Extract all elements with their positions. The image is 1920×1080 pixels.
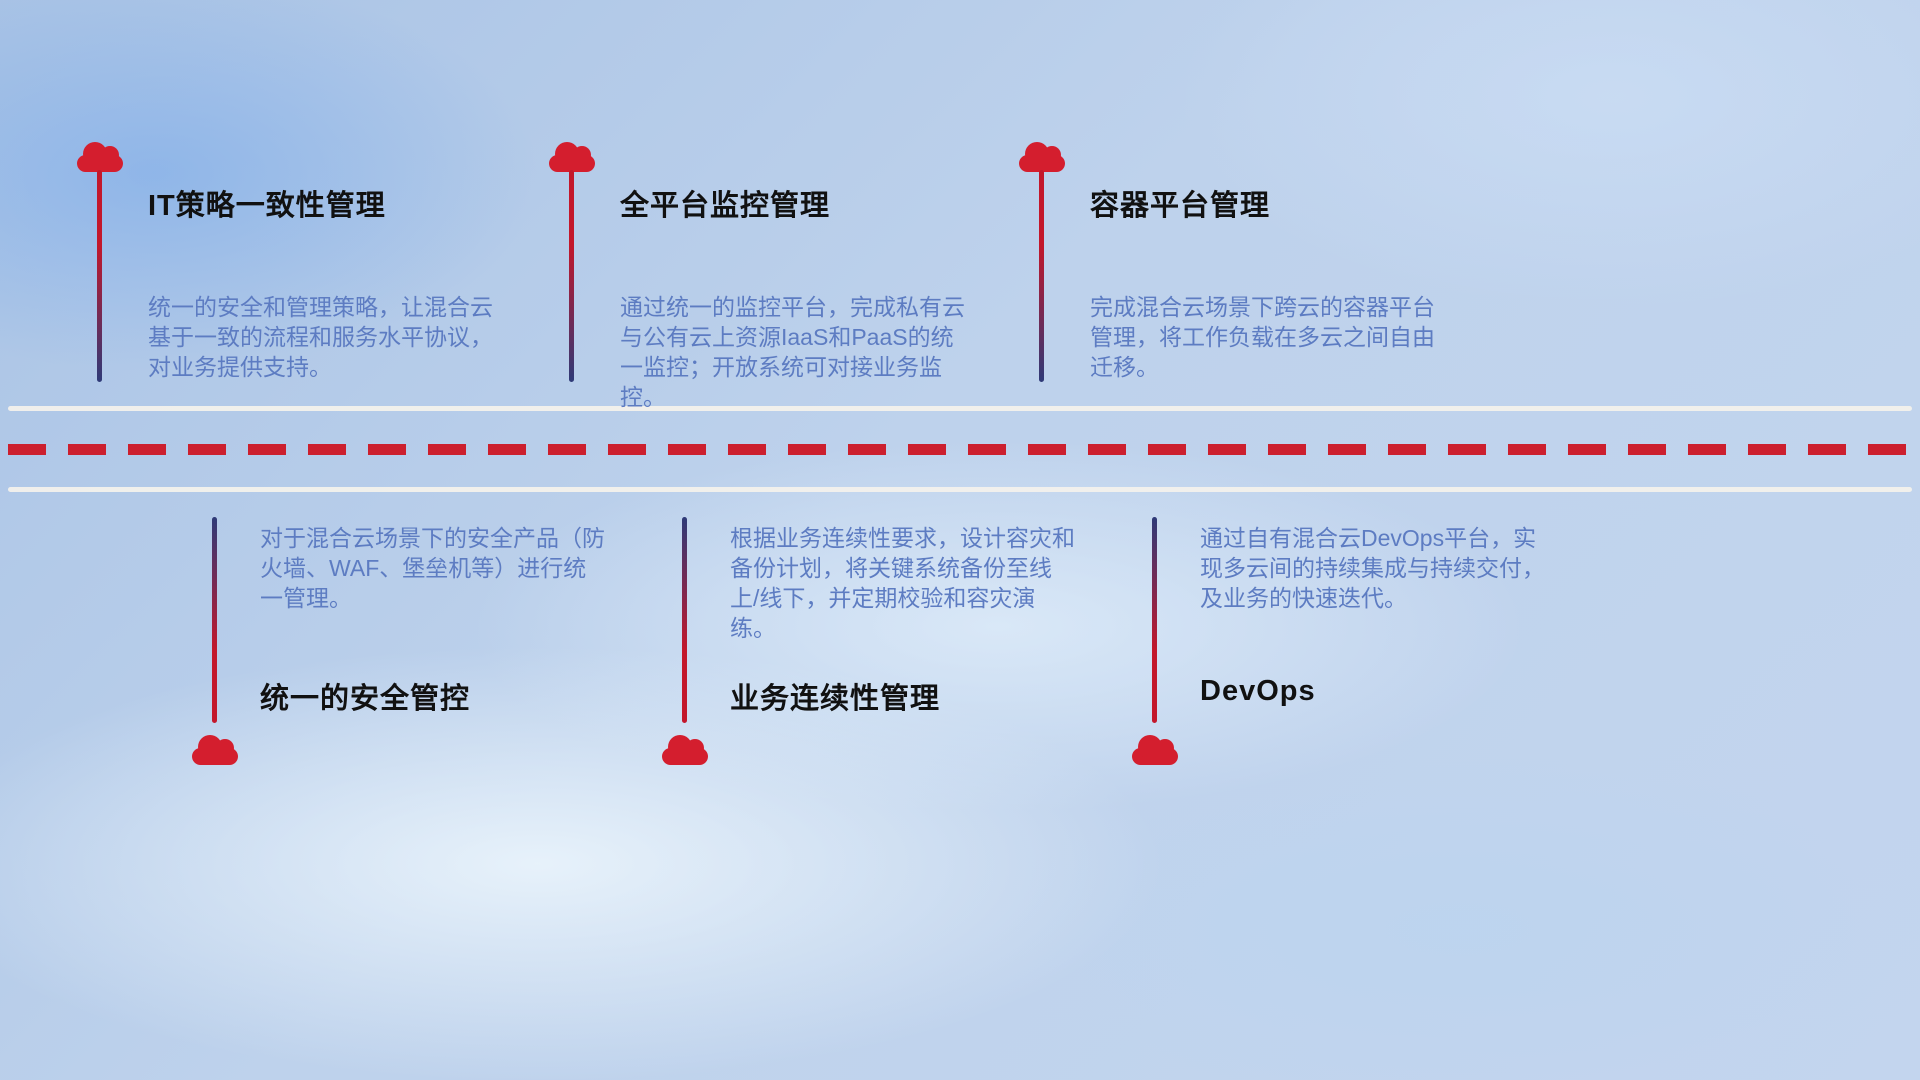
connector-line (1039, 170, 1044, 382)
item-title: DevOps (1200, 675, 1316, 707)
connector-line (97, 170, 102, 382)
road-dashed-line (8, 444, 1912, 455)
item-it-policy: IT策略一致性管理 统一的安全和管理策略，让混合云基于一致的流程和服务水平协议，… (77, 140, 507, 400)
item-description: 统一的安全和管理策略，让混合云基于一致的流程和服务水平协议，对业务提供支持。 (148, 294, 493, 380)
item-description: 通过自有混合云DevOps平台，实现多云间的持续集成与持续交付，及业务的快速迭代… (1200, 525, 1545, 611)
cloud-icon (1019, 142, 1065, 172)
road-line-top (8, 406, 1912, 411)
road-line-bottom (8, 487, 1912, 492)
connector-line (1152, 517, 1157, 723)
item-business-continuity: 根据业务连续性要求，设计容灾和备份计划，将关键系统备份至线上/线下，并定期校验和… (662, 515, 1092, 795)
item-title: 统一的安全管控 (260, 683, 471, 715)
connector-line (569, 170, 574, 382)
item-title: 业务连续性管理 (730, 683, 941, 715)
cloud-icon (192, 735, 238, 765)
item-monitoring: 全平台监控管理 通过统一的监控平台，完成私有云与公有云上资源IaaS和PaaS的… (549, 140, 979, 410)
item-title: IT策略一致性管理 (148, 190, 386, 222)
cloud-icon (549, 142, 595, 172)
cloud-icon (662, 735, 708, 765)
item-description: 通过统一的监控平台，完成私有云与公有云上资源IaaS和PaaS的统一监控；开放系… (620, 294, 965, 410)
item-description: 完成混合云场景下跨云的容器平台管理，将工作负载在多云之间自由迁移。 (1090, 294, 1435, 380)
item-description: 对于混合云场景下的安全产品（防火墙、WAF、堡垒机等）进行统一管理。 (260, 525, 605, 611)
cloud-icon (1132, 735, 1178, 765)
item-description: 根据业务连续性要求，设计容灾和备份计划，将关键系统备份至线上/线下，并定期校验和… (730, 525, 1075, 641)
item-devops: 通过自有混合云DevOps平台，实现多云间的持续集成与持续交付，及业务的快速迭代… (1132, 515, 1562, 795)
cloud-icon (77, 142, 123, 172)
connector-line (212, 517, 217, 723)
item-container-platform: 容器平台管理 完成混合云场景下跨云的容器平台管理，将工作负载在多云之间自由迁移。 (1019, 140, 1449, 400)
connector-line (682, 517, 687, 723)
item-title: 容器平台管理 (1090, 190, 1271, 222)
item-security-control: 对于混合云场景下的安全产品（防火墙、WAF、堡垒机等）进行统一管理。 统一的安全… (192, 515, 622, 795)
item-title: 全平台监控管理 (620, 190, 831, 222)
